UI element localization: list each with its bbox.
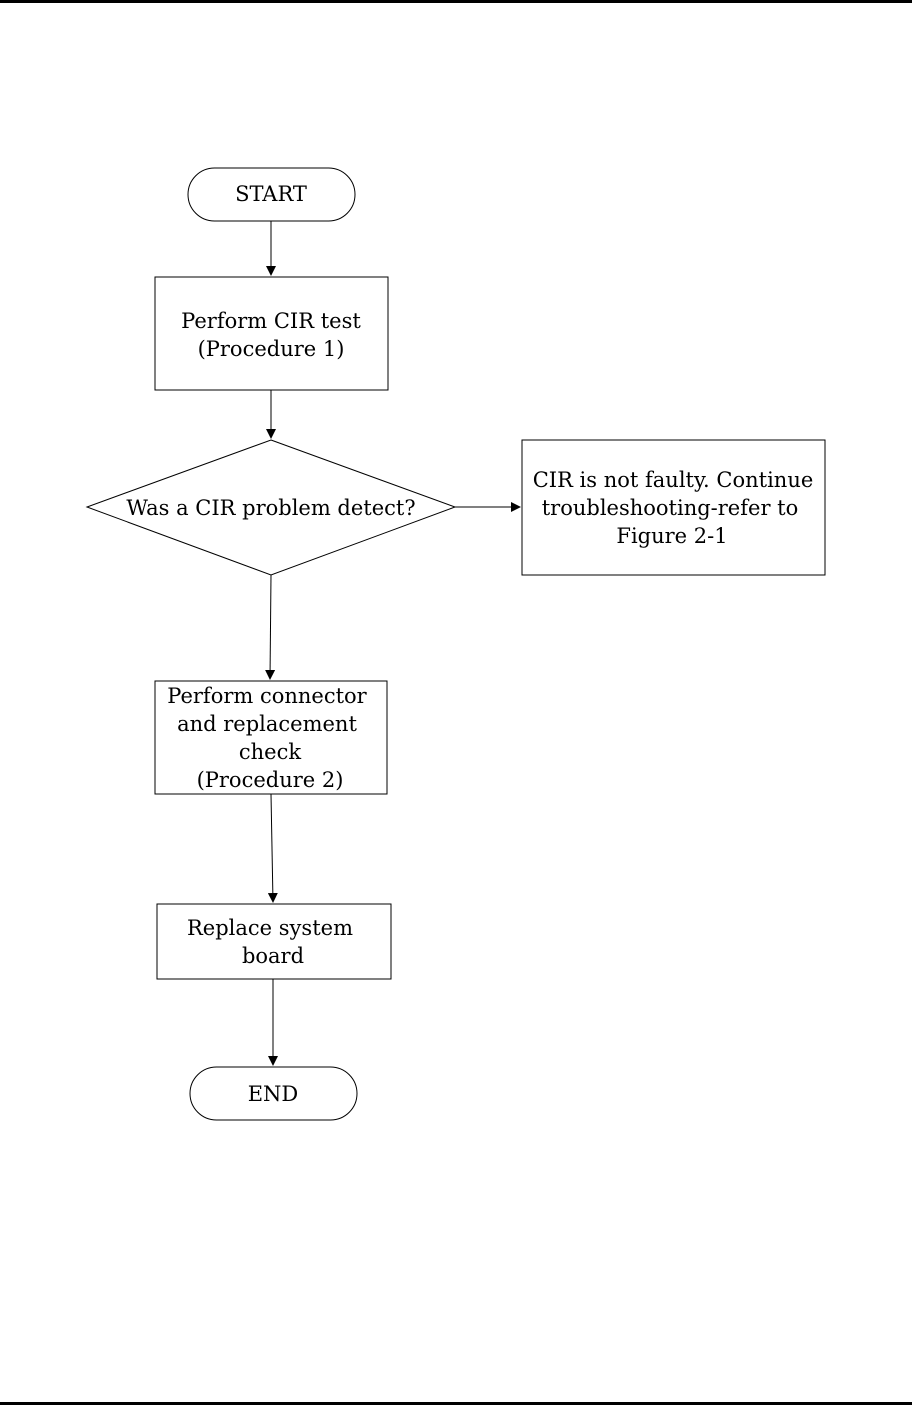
no-branch-line-2: troubleshooting-refer to <box>542 496 799 520</box>
step3-process-box: Replace system board <box>157 904 391 979</box>
no-branch-line-1: CIR is not faulty. Continue <box>533 468 814 492</box>
decision-label: Was a CIR problem detect? <box>126 496 415 520</box>
start-label: START <box>235 182 307 206</box>
step2-line-2: and replacement <box>177 712 357 736</box>
connector-step2-to-step3 <box>271 794 273 902</box>
connector-decision-to-step2 <box>270 575 271 679</box>
end-terminator: END <box>190 1067 357 1120</box>
decision-diamond: Was a CIR problem detect? <box>87 440 455 575</box>
start-terminator: START <box>188 168 355 221</box>
step1-process-box: Perform CIR test (Procedure 1) <box>155 277 388 390</box>
bottom-rule <box>0 1402 912 1405</box>
no-branch-box: CIR is not faulty. Continue troubleshoot… <box>522 440 825 575</box>
step2-line-3: check <box>239 740 301 764</box>
step1-line-2: (Procedure 1) <box>198 337 345 361</box>
step1-line-1: Perform CIR test <box>181 309 361 333</box>
step2-line-1: Perform connector <box>167 684 367 708</box>
step2-line-4: (Procedure 2) <box>197 768 344 792</box>
step3-line-1: Replace system <box>187 916 353 940</box>
step3-line-2: board <box>242 944 304 968</box>
end-label: END <box>248 1082 299 1106</box>
step2-process-box: Perform connector and replacement check … <box>155 681 387 794</box>
no-branch-line-3: Figure 2-1 <box>616 524 727 548</box>
